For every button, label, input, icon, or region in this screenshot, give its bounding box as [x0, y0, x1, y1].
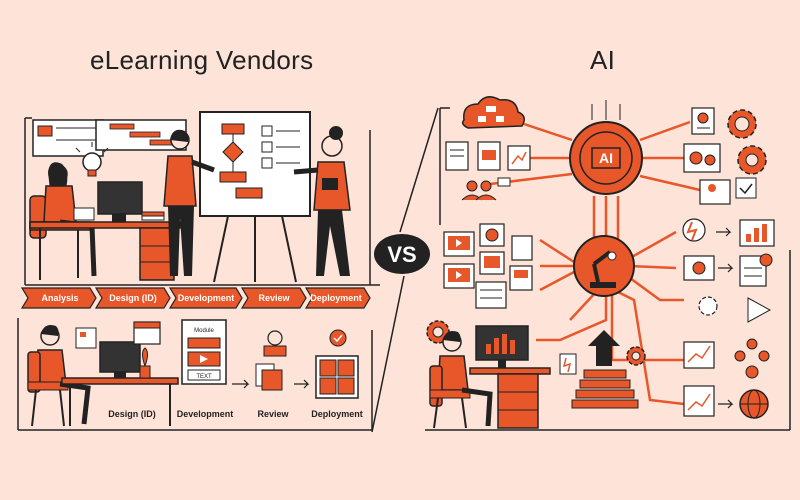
pipeline-step-analysis: Analysis: [41, 293, 78, 303]
lightbulb-icon: [75, 142, 109, 177]
media-tiles: [443, 223, 533, 309]
bottom-step-development: Development: [177, 409, 234, 419]
bottom-step-deployment: Deployment: [311, 409, 363, 419]
ai-label: AI: [599, 150, 613, 166]
vs-badge: VS: [374, 234, 430, 274]
top-pipeline: Analysis Design (ID) Development Review …: [20, 287, 371, 309]
bottom-step-review: Review: [257, 409, 289, 419]
bottom-step-design: Design (ID): [108, 409, 156, 419]
divider-line: [371, 107, 439, 433]
pipeline-step-design: Design (ID): [109, 293, 157, 303]
pipeline-step-review: Review: [258, 293, 290, 303]
gear-icon: [727, 109, 757, 139]
right-panel: [425, 107, 791, 431]
mid-gear-icon: [626, 346, 646, 366]
left-top-panel: [24, 117, 380, 286]
gears-panel-icon: [683, 143, 721, 173]
robot-arm-icon: [573, 235, 635, 297]
pipeline-step-development: Development: [178, 293, 235, 303]
users-icon: [461, 177, 511, 201]
pipeline-step-deployment: Deployment: [310, 293, 362, 303]
text-label: TEXT: [196, 374, 212, 380]
large-gear-icon: [737, 145, 767, 175]
analyst-at-computer: [429, 325, 551, 429]
left-title: eLearning Vendors: [90, 45, 314, 75]
colleague-with-tablet: [293, 126, 351, 276]
vs-label: VS: [387, 242, 416, 267]
documents-icon: [445, 141, 531, 171]
ai-brain-icon: AI: [569, 100, 643, 195]
flowchart-board: [199, 111, 311, 283]
document-stack-icon: [559, 330, 639, 409]
right-title: AI: [590, 45, 616, 75]
bottom-pipeline: Module TEXT Design (ID) Development Revi…: [108, 319, 363, 419]
gantt-chart-icon: [32, 119, 187, 157]
developer-at-desk: [27, 321, 179, 427]
user-approval-icon: [699, 177, 757, 205]
module-label: Module: [194, 328, 214, 334]
designer-at-desk: [29, 162, 181, 281]
presenter: [163, 129, 215, 276]
output-icons: [682, 218, 775, 419]
left-bottom-panel: [17, 318, 373, 431]
cloud-network-icon: [461, 96, 525, 129]
settings-document-icon: [691, 107, 715, 135]
